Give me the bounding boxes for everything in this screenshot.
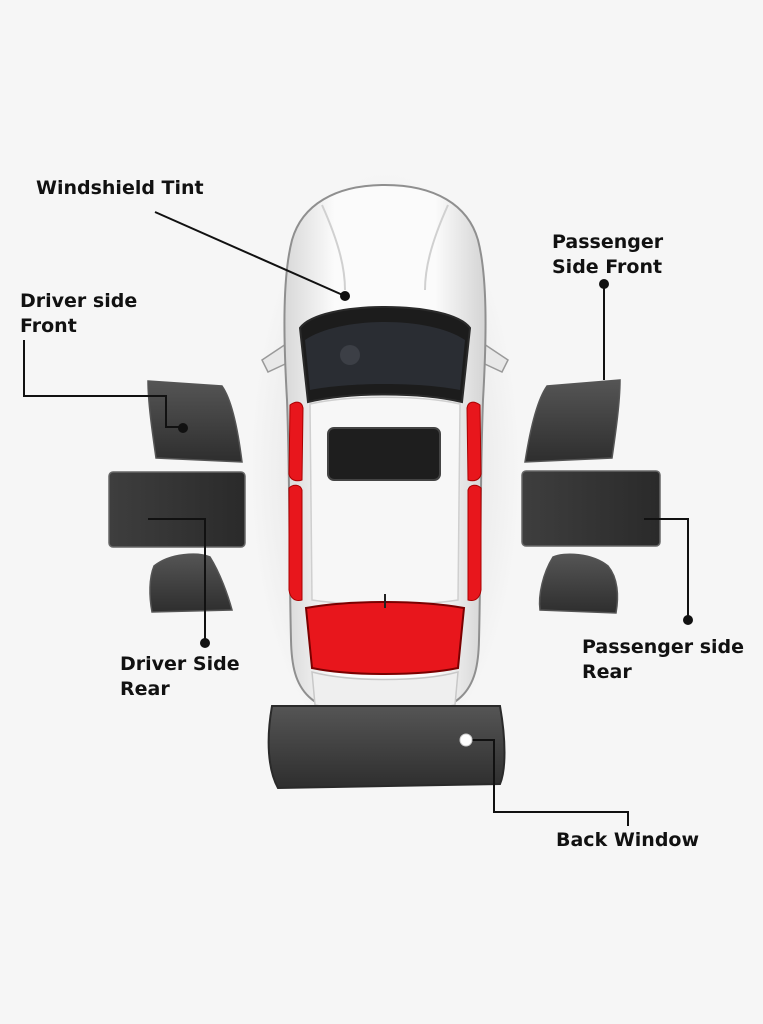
driver-side-rear-label-line1: Driver Side [120,653,240,675]
passenger-rear-window-highlight [467,484,482,601]
driver-middle-shade [108,471,246,548]
driver-side-front-label: Driver side Front [20,289,137,339]
passenger-side-rear-label-line1: Passenger side [582,636,745,658]
driver-side-front-label-line2: Front [20,315,77,337]
passenger-middle-shade [521,470,661,547]
back-window-dot [459,733,473,747]
passenger-side-rear-label-line2: Rear [582,661,632,683]
hood-line-right [424,204,449,291]
driver-front-shade [147,380,243,463]
sunroof [327,427,441,481]
back-window-leader [466,739,629,826]
leader-lines [23,211,689,826]
passenger-side-rear-label: Passenger side Rear [582,635,744,685]
passenger-side-front-label-line1: Passenger [552,231,664,253]
passenger-rear-dot [683,615,693,625]
driver-rear-dot [200,638,210,648]
car-top-view [250,170,520,770]
passenger-side-shades [521,379,661,614]
driver-front-leader [23,340,183,428]
back-window-highlight [304,601,466,675]
driver-side-shades [108,380,246,613]
windshield-dot [340,291,350,301]
back-window-shade [267,705,506,790]
hood-line-left [321,204,346,291]
windshield-leader [154,211,346,297]
passenger-front-shade [524,379,621,463]
passenger-front-window-highlight [466,401,482,482]
windshield-tint-label: Windshield Tint [36,176,204,201]
driver-rear-window-highlight [288,484,303,601]
back-window-label: Back Window [556,828,699,853]
driver-side-rear-label-line2: Rear [120,678,170,700]
passenger-front-dot [599,279,609,289]
driver-side-front-label-line1: Driver side [20,290,138,312]
windshield-interior [305,322,465,390]
driver-side-rear-label: Driver Side Rear [120,652,240,702]
passenger-rear-shade [538,553,619,614]
driver-front-dot [178,423,188,433]
passenger-side-front-label-line2: Side Front [552,256,663,278]
steering-wheel [340,345,360,365]
passenger-side-front-label: Passenger Side Front [552,230,663,280]
driver-front-window-highlight [288,401,304,482]
driver-rear-shade [149,553,233,613]
back-window-label-line1: Back Window [556,829,700,851]
passenger-rear-leader [644,518,689,620]
driver-rear-leader [148,518,206,643]
windshield-tint-label-line1: Windshield Tint [36,177,204,199]
